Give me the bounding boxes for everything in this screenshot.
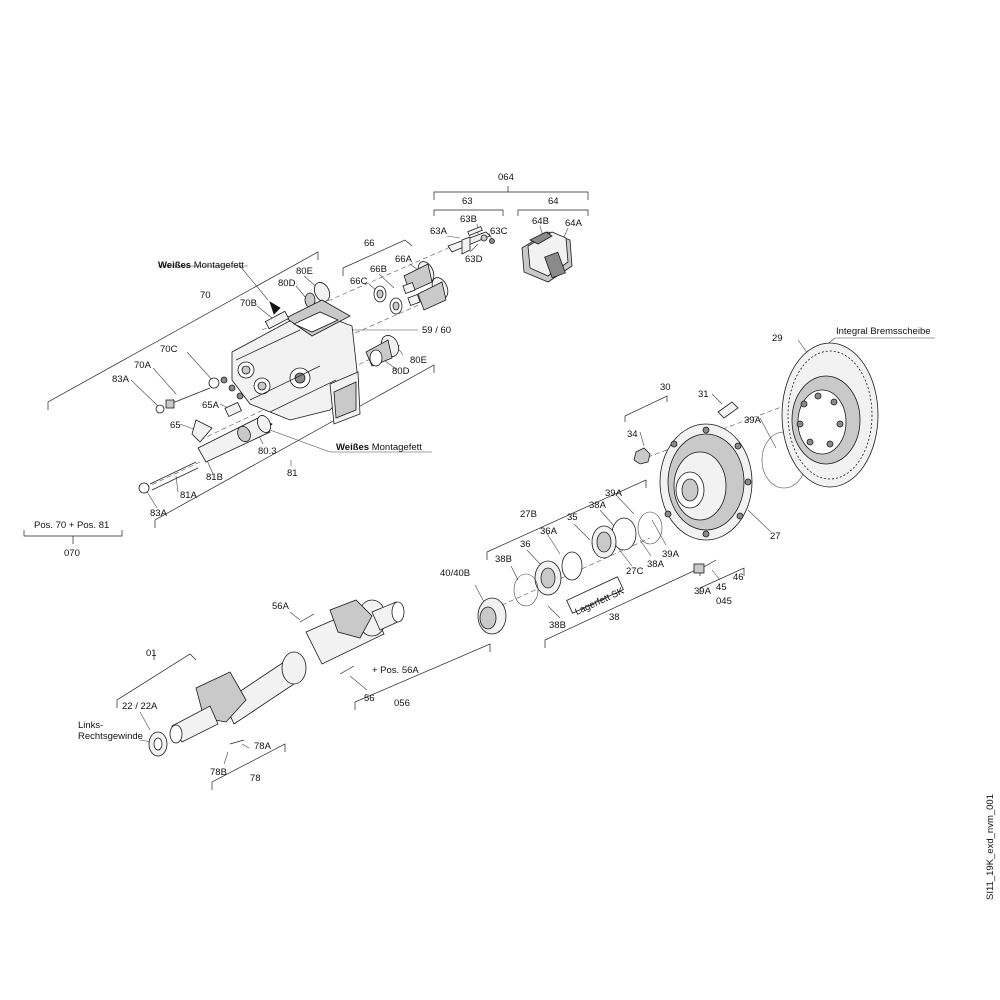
label-056: 056 <box>394 698 410 709</box>
note-rechtsgewinde: Rechtsgewinde <box>78 731 143 742</box>
label-63a: 63A <box>430 226 448 237</box>
note-montagefett-bottom-bold: Weißes <box>336 442 369 453</box>
bearings <box>477 511 663 635</box>
label-66a: 66A <box>395 254 413 265</box>
label-46: 46 <box>733 572 744 583</box>
brake-disc <box>781 342 879 488</box>
label-36a: 36A <box>540 526 558 537</box>
label-01: 01 <box>146 648 157 659</box>
brackets-axle <box>116 611 491 790</box>
label-83a-top: 83A <box>112 374 130 385</box>
label-pos-56a: + Pos. 56A <box>372 665 419 676</box>
label-63: 63 <box>462 196 473 207</box>
label-70c: 70C <box>160 344 178 355</box>
label-35: 35 <box>567 512 578 523</box>
label-38a-top: 38A <box>589 500 607 511</box>
note-links: Links- <box>78 720 103 731</box>
label-34: 34 <box>627 429 638 440</box>
label-29: 29 <box>772 333 783 344</box>
pad-retainer-63 <box>447 226 495 255</box>
label-80-3: 80.3 <box>258 446 277 457</box>
label-38a-bot: 38A <box>647 559 665 570</box>
label-39a-top: 39A <box>744 415 762 426</box>
note-montagefett-bottom: Weißes Montagefett <box>336 442 422 453</box>
label-65: 65 <box>170 420 181 431</box>
label-045: 045 <box>716 596 732 607</box>
label-56a: 56A <box>272 601 290 612</box>
label-70a: 70A <box>134 360 152 371</box>
label-64a: 64A <box>565 218 583 229</box>
brake-pads-64 <box>521 231 573 283</box>
note-montagefett-bottom-rest: Montagefett <box>369 442 422 453</box>
label-81a: 81A <box>180 490 198 501</box>
label-70b: 70B <box>240 298 257 309</box>
drawing-id: SI11_19K_exd_nvm_001 <box>985 794 996 900</box>
label-40-40b: 40/40B <box>440 568 470 579</box>
label-pos-70-81: Pos. 70 + Pos. 81 <box>34 520 109 531</box>
caliper-housing <box>155 299 361 443</box>
label-36: 36 <box>520 539 531 550</box>
note-integral-bremsscheibe: Integral Bremsscheibe <box>836 326 931 337</box>
label-65a: 65A <box>202 400 220 411</box>
label-56: 56 <box>364 693 375 704</box>
note-montagefett-top-rest: Montagefett <box>191 260 244 271</box>
label-80d-bot: 80D <box>392 366 410 377</box>
label-80e-bot: 80E <box>410 355 427 366</box>
label-64: 64 <box>548 196 559 207</box>
label-81: 81 <box>287 468 298 479</box>
label-78a: 78A <box>254 741 272 752</box>
part-labels: 064 63 64 63B 63A 63C 63D 64B 64A 66 66A… <box>34 172 783 784</box>
axle-beam <box>148 599 405 757</box>
label-63d: 63D <box>465 254 483 265</box>
label-27b: 27B <box>520 509 537 520</box>
label-63b: 63B <box>460 214 477 225</box>
label-78: 78 <box>250 773 261 784</box>
label-22-22a: 22 / 22A <box>122 701 158 712</box>
note-montagefett-top-bold: Weißes <box>158 260 191 271</box>
label-39a-mid: 39A <box>605 488 623 499</box>
label-070: 070 <box>64 548 80 559</box>
label-38b-bot: 38B <box>549 620 566 631</box>
label-64b: 64B <box>532 216 549 227</box>
guide-pins <box>304 261 449 367</box>
label-83a-bot: 83A <box>150 508 168 519</box>
label-064: 064 <box>498 172 514 183</box>
label-45: 45 <box>716 582 727 593</box>
label-80e-top: 80E <box>296 266 313 277</box>
wheel-hub <box>633 401 807 574</box>
piston-81 <box>138 415 272 494</box>
label-81b: 81B <box>206 472 223 483</box>
label-63c: 63C <box>490 226 508 237</box>
label-66b: 66B <box>370 264 387 275</box>
label-70: 70 <box>200 290 211 301</box>
label-59-60: 59 / 60 <box>422 325 451 336</box>
label-66c: 66C <box>350 276 368 287</box>
label-66: 66 <box>364 238 375 249</box>
label-27: 27 <box>770 531 781 542</box>
label-78b: 78B <box>210 767 227 778</box>
label-38: 38 <box>609 612 620 623</box>
label-30: 30 <box>660 382 671 393</box>
label-38b-top: 38B <box>495 554 512 565</box>
label-31: 31 <box>698 389 709 400</box>
label-39a-r: 39A <box>694 586 712 597</box>
note-montagefett-top: Weißes Montagefett <box>158 260 244 271</box>
label-39a-low: 39A <box>662 549 680 560</box>
label-80d-top: 80D <box>278 278 296 289</box>
label-27c: 27C <box>626 566 644 577</box>
